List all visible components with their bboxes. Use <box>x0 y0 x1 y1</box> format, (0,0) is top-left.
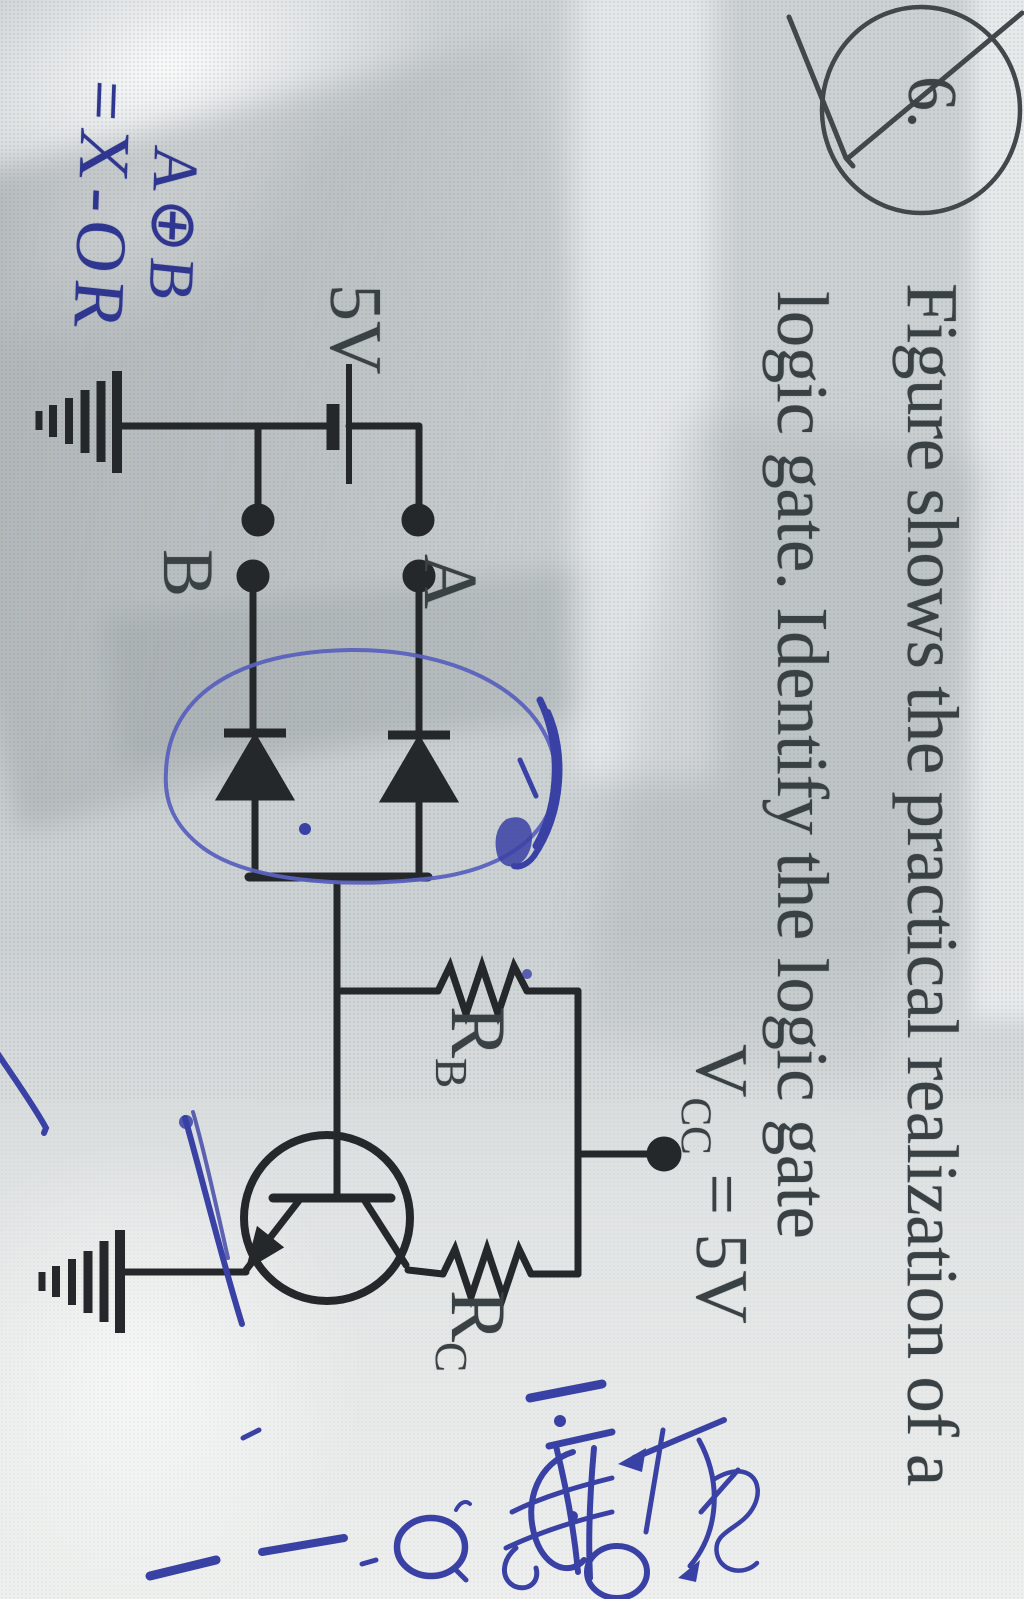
diode-a <box>378 730 460 881</box>
input-node-b <box>236 422 275 735</box>
pen-slash-marks <box>0 1051 245 1327</box>
vcc-label: VCC = 5V <box>671 1044 762 1324</box>
pen-scribbles-bottom <box>145 1379 760 1599</box>
vcc-node <box>574 1136 682 1172</box>
rb-label-sub: B <box>426 1058 477 1089</box>
rb-resistor <box>333 954 582 1278</box>
handwritten-answer-xor: =X-OR <box>58 76 147 341</box>
vcc-label-base: V <box>680 1044 762 1098</box>
battery-symbol <box>113 364 423 484</box>
handwritten-answer-expression: A⊕B <box>135 142 212 311</box>
vcc-label-sub: CC <box>671 1097 719 1155</box>
question-text-line1: Figure shows the practical realization o… <box>892 283 973 1486</box>
circuit-ink <box>35 364 682 1333</box>
rb-label-base: R <box>435 1006 522 1059</box>
pen-dot <box>299 823 311 835</box>
question-number: 6. <box>893 76 970 129</box>
ground-symbol-top <box>35 371 122 473</box>
pen-check-circle <box>786 4 1024 216</box>
rb-label: RB <box>426 1006 522 1089</box>
ground-symbol-bottom <box>38 1230 125 1333</box>
pen-ellipse-retrace <box>495 696 563 870</box>
input-node-a <box>401 422 436 737</box>
rc-label-sub: C <box>426 1342 477 1373</box>
rc-label-base: R <box>435 1290 522 1343</box>
supply-voltage-label: 5V <box>314 284 396 375</box>
input-b-label: B <box>148 549 228 598</box>
pen-annotations <box>0 647 760 1599</box>
question-text-line2: logic gate. Identify the logic gate <box>762 291 843 1239</box>
vcc-label-value: = 5V <box>680 1173 762 1324</box>
diode-b <box>214 728 296 881</box>
rc-label: RC <box>426 1290 522 1373</box>
pen-speck <box>522 969 532 979</box>
rc-resistor <box>404 1237 582 1309</box>
npn-transistor <box>118 1131 414 1305</box>
input-a-label: A <box>408 554 492 609</box>
